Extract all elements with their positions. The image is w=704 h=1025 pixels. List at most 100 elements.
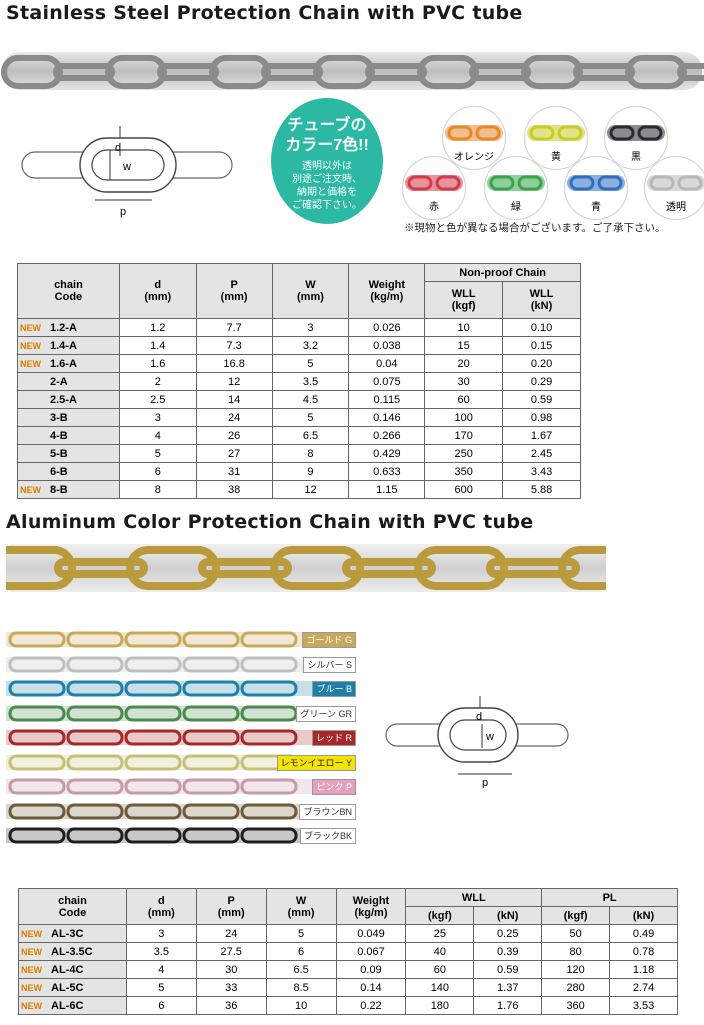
cell-weight: 0.429 — [348, 444, 426, 463]
chain-swatch-icon — [567, 175, 625, 191]
cell-kgf: 100 — [424, 408, 504, 427]
cell-w: 8.5 — [265, 978, 337, 997]
cell-w: 5 — [271, 408, 350, 427]
cell-wll-kn: 1.76 — [473, 996, 543, 1015]
cell-kgf: 350 — [424, 462, 504, 481]
new-badge: NEW — [20, 484, 41, 495]
cell-d: 2.5 — [118, 390, 197, 409]
swatch-label: 黒 — [631, 152, 641, 163]
header-w: W(mm) — [271, 263, 350, 319]
cell-wll-kn: 0.25 — [473, 924, 543, 943]
cell-pl-kn: 1.18 — [609, 960, 678, 979]
tube-color-callout: チューブの カラー7色!! 透明以外は 別途ご注文時、 納期と価格を ご確認下さ… — [271, 98, 383, 224]
cell-pl-kn: 0.49 — [609, 924, 678, 943]
callout-line: 納期と価格を — [297, 187, 357, 198]
chain-code-cell: 5-B — [17, 444, 120, 463]
stainless-chain-photo — [1, 52, 704, 90]
chain-swatch-icon — [487, 175, 545, 191]
cell-pl-kgf: 360 — [541, 996, 611, 1015]
cell-w: 8 — [271, 444, 350, 463]
header-p: P(mm) — [195, 888, 267, 925]
new-badge: NEW — [21, 946, 42, 957]
cell-d: 6 — [125, 996, 197, 1015]
cell-p: 27.5 — [195, 942, 267, 961]
cell-weight: 0.067 — [335, 942, 407, 961]
cell-kn: 2.45 — [502, 444, 581, 463]
cell-kgf: 20 — [424, 354, 504, 373]
cell-weight: 0.075 — [348, 372, 426, 391]
chain-bar-graphic — [6, 680, 356, 697]
cell-kgf: 30 — [424, 372, 504, 391]
cell-weight: 1.15 — [348, 480, 426, 499]
header-weight: Weight(kg/m) — [335, 888, 407, 925]
cell-pl-kn: 3.53 — [609, 996, 678, 1015]
cell-w: 5 — [271, 354, 350, 373]
color-tag: レッド R — [311, 730, 356, 746]
cell-kn: 0.29 — [502, 372, 581, 391]
chain-bar-graphic — [6, 754, 356, 770]
color-chain-bar: グリーン GR — [6, 704, 356, 723]
color-swatch: 黄 — [524, 106, 588, 170]
chain-code-cell: 3-B — [17, 408, 120, 427]
color-chain-bar: ピンク P — [6, 777, 356, 796]
cell-d: 3 — [125, 924, 197, 943]
cell-w: 6 — [265, 942, 337, 961]
chain-swatch-icon — [405, 175, 463, 191]
aluminum-chain-dimension-diagram: d w p — [385, 696, 569, 788]
color-chain-bar: ブラウンBN — [6, 802, 356, 821]
cell-d: 4 — [118, 426, 197, 445]
cell-d: 8 — [118, 480, 197, 499]
cell-weight: 0.04 — [348, 354, 426, 373]
new-badge: NEW — [20, 322, 41, 333]
cell-d: 1.2 — [118, 318, 197, 337]
diagram-d-label: d — [476, 711, 482, 723]
cell-kn: 0.10 — [502, 318, 581, 337]
chain-code-cell: 4-B — [17, 426, 120, 445]
cell-kn: 5.88 — [502, 480, 581, 499]
callout-line: 透明以外は — [302, 161, 352, 172]
chain-bar-graphic — [6, 631, 356, 648]
header-wll: WLL — [405, 888, 543, 907]
cell-w: 12 — [271, 480, 350, 499]
cell-w: 4.5 — [271, 390, 350, 409]
swatch-label: 透明 — [666, 202, 686, 213]
cell-p: 38 — [195, 480, 273, 499]
cell-weight: 0.266 — [348, 426, 426, 445]
color-chain-bar: レッド R — [6, 728, 356, 747]
chain-dimension-diagram: d w p — [21, 126, 233, 218]
cell-wll-kn: 0.39 — [473, 942, 543, 961]
cell-w: 3 — [271, 318, 350, 337]
diagram-w-label: w — [122, 161, 131, 173]
chain-swatch-icon — [607, 125, 665, 141]
swatch-label: 緑 — [511, 202, 521, 213]
diagram-p-label: p — [482, 777, 488, 788]
swatch-label: オレンジ — [454, 152, 494, 163]
header-pl: PL — [541, 888, 678, 907]
cell-p: 12 — [195, 372, 273, 391]
color-chain-bar: シルバー S — [6, 655, 356, 674]
cell-d: 1.4 — [118, 336, 197, 355]
color-tag: ブラックBK — [299, 828, 356, 844]
cell-p: 31 — [195, 462, 273, 481]
cell-p: 7.7 — [195, 318, 273, 337]
cell-p: 30 — [195, 960, 267, 979]
header-non-proof-chain: Non-proof Chain — [424, 263, 581, 282]
header-wll-kgf: WLL(kgf) — [424, 281, 504, 319]
cell-p: 7.3 — [195, 336, 273, 355]
chain-code-cell: 6-B — [17, 462, 120, 481]
chain-swatch-icon — [445, 125, 503, 141]
color-swatch: 透明 — [644, 156, 704, 220]
cell-kgf: 15 — [424, 336, 504, 355]
